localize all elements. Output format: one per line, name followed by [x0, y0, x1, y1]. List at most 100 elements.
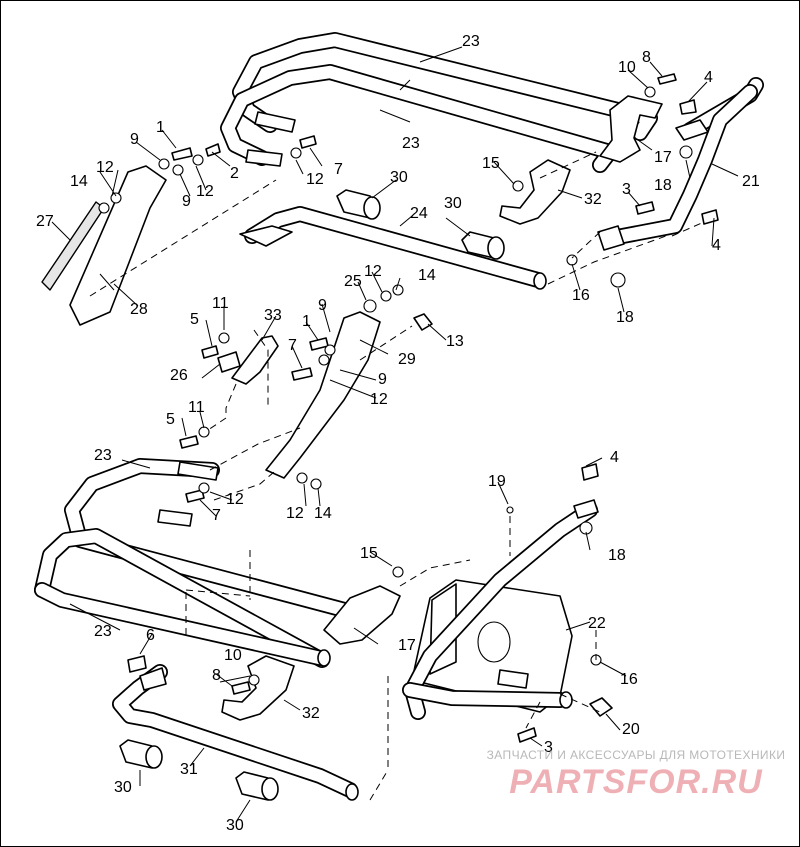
- bolts-top: [98, 73, 719, 288]
- callout: 28: [130, 301, 148, 318]
- upper-guard-rail-top: [232, 32, 658, 141]
- mount-bracket-17-top: [599, 95, 663, 163]
- callout: 3: [622, 181, 631, 198]
- upper-guard-rail-second: [220, 64, 618, 173]
- callout: 7: [212, 507, 221, 524]
- callout: 9: [378, 371, 387, 388]
- callout: 22: [588, 615, 606, 632]
- callout: 32: [302, 705, 320, 722]
- callout: 23: [462, 33, 480, 50]
- spacer-30-a: [336, 189, 381, 220]
- rear-crossbar: [239, 206, 547, 290]
- callout: 14: [314, 505, 332, 522]
- callout: 5: [166, 411, 175, 428]
- callout: 17: [654, 149, 672, 166]
- dashed-assembly-lines: [89, 151, 705, 801]
- side-plate-28: [69, 165, 167, 326]
- clip-20: [589, 697, 613, 717]
- callout: 7: [288, 337, 297, 354]
- callout: 17: [398, 637, 416, 654]
- lower-guard-rail-second: [34, 528, 331, 668]
- callout: 12: [286, 505, 304, 522]
- callout: 30: [444, 195, 462, 212]
- callout: 11: [188, 399, 205, 416]
- callout: 5: [190, 311, 199, 328]
- spacer-30-b: [461, 231, 505, 260]
- clamp-32-bottom: [221, 655, 295, 721]
- callout: 12: [306, 171, 324, 188]
- callout: 32: [584, 191, 602, 208]
- callout: 6: [146, 627, 155, 644]
- callout: 4: [704, 69, 713, 86]
- bolts-bottom: [127, 463, 602, 743]
- watermark: ЗАПЧАСТИ И АКСЕССУАРЫ ДЛЯ МОТОТЕХНИКИ PA…: [480, 748, 792, 802]
- callout: 3: [544, 739, 553, 756]
- callout: 16: [620, 671, 638, 688]
- callout: 24: [410, 205, 428, 222]
- callout: 23: [402, 135, 420, 152]
- callout: 30: [114, 779, 132, 796]
- watermark-logo: PARTSFOR.RU: [509, 763, 763, 801]
- callout: 23: [94, 623, 112, 640]
- callout: 30: [390, 169, 408, 186]
- callout: 23: [94, 447, 112, 464]
- callout: 10: [224, 647, 242, 664]
- callout: 14: [70, 173, 88, 190]
- callout: 9: [130, 131, 139, 148]
- mount-bracket-17-bottom: [323, 585, 401, 645]
- callout: 16: [572, 287, 590, 304]
- callout: 21: [742, 173, 760, 190]
- callout: 14: [418, 267, 436, 284]
- spacer-30-d: [235, 771, 279, 801]
- callout: 18: [616, 309, 634, 326]
- lower-support-bar-31: [112, 664, 359, 801]
- callout: 15: [482, 155, 500, 172]
- clip-13: [413, 313, 433, 331]
- watermark-caption: ЗАПЧАСТИ И АКСЕССУАРЫ ДЛЯ МОТОТЕХНИКИ: [486, 748, 786, 762]
- callout: 13: [446, 333, 464, 350]
- callout: 20: [622, 721, 640, 738]
- bolts-middle: [179, 284, 404, 490]
- battery-box-22: [411, 579, 573, 713]
- callout: 4: [610, 449, 619, 466]
- leader-lines: [51, 46, 739, 823]
- callout: 12: [226, 491, 244, 508]
- callout: 9: [182, 193, 191, 210]
- callout: 31: [180, 761, 198, 778]
- callout: 2: [230, 165, 239, 182]
- callout: 12: [370, 391, 388, 408]
- callout: 18: [608, 547, 626, 564]
- callout: 9: [318, 297, 327, 314]
- bracket-26: [217, 351, 241, 373]
- callout: 1: [156, 119, 165, 136]
- callout: 7: [334, 161, 343, 178]
- callout-labels: 23 8 10 4 1 9 23 2 7 12 12 17 21 18 9 12…: [36, 33, 760, 834]
- callout: 8: [642, 49, 651, 66]
- callout: 25: [344, 273, 362, 290]
- hardware-drawings: [34, 32, 764, 801]
- callout: 4: [712, 237, 721, 254]
- callout: 12: [196, 183, 214, 200]
- small-bracket-33: [231, 335, 279, 385]
- callout: 12: [364, 263, 382, 280]
- clamp-32-top: [499, 159, 571, 225]
- battery-box-tube: [402, 499, 599, 720]
- callout: 15: [360, 545, 378, 562]
- callout: 19: [488, 473, 506, 490]
- callout: 1: [302, 313, 311, 330]
- callout: 29: [398, 351, 416, 368]
- spacer-30-c: [119, 739, 163, 769]
- callout: 27: [36, 213, 54, 230]
- callout: 11: [212, 295, 229, 312]
- callout: 30: [226, 817, 244, 834]
- callout: 26: [170, 367, 188, 384]
- long-bracket-29: [265, 311, 381, 479]
- callout: 33: [264, 307, 282, 324]
- callout: 8: [212, 667, 221, 684]
- right-support-arm: [597, 77, 764, 251]
- callout: 12: [96, 159, 114, 176]
- callout: 10: [618, 59, 636, 76]
- callout: 18: [654, 177, 672, 194]
